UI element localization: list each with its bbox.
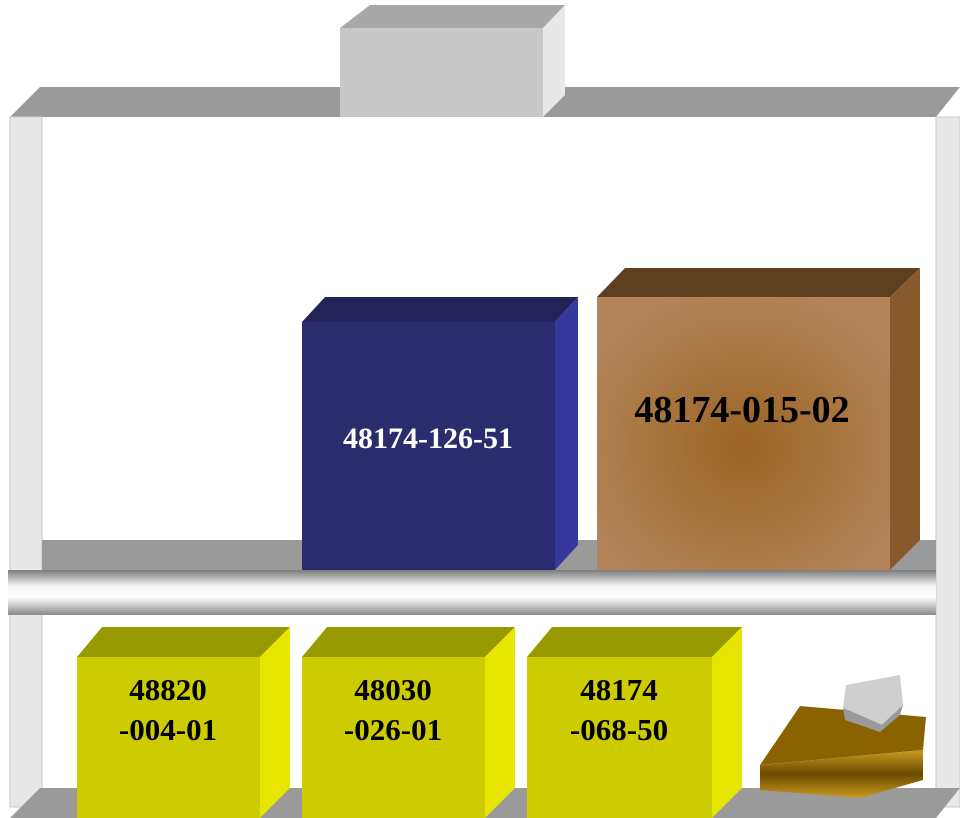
shelf-right-post <box>935 116 960 808</box>
yellow-box-2-label-line2: -026-01 <box>344 712 442 747</box>
blue-box-label: 48174-126-51 <box>343 422 513 455</box>
shelf-left-post <box>9 116 43 808</box>
yellow-box-3-label-line2: -068-50 <box>570 712 668 747</box>
yellow-box-3: 48174 -068-50 <box>527 627 742 818</box>
yellow-box-1-label-line1: 48820 <box>129 672 207 707</box>
yellow-box-1-label-line2: -004-01 <box>119 712 217 747</box>
top-box <box>340 5 565 117</box>
yellow-box-1: 48820 -004-01 <box>77 627 290 818</box>
small-item <box>760 675 926 798</box>
blue-box: 48174-126-51 <box>302 297 578 570</box>
yellow-box-3-label-line1: 48174 <box>580 672 658 707</box>
brown-box-label: 48174-015-02 <box>634 389 849 431</box>
yellow-box-2: 48030 -026-01 <box>302 627 515 818</box>
brown-box: 48174-015-02 <box>597 268 920 570</box>
yellow-box-2-label-line1: 48030 <box>354 672 432 707</box>
